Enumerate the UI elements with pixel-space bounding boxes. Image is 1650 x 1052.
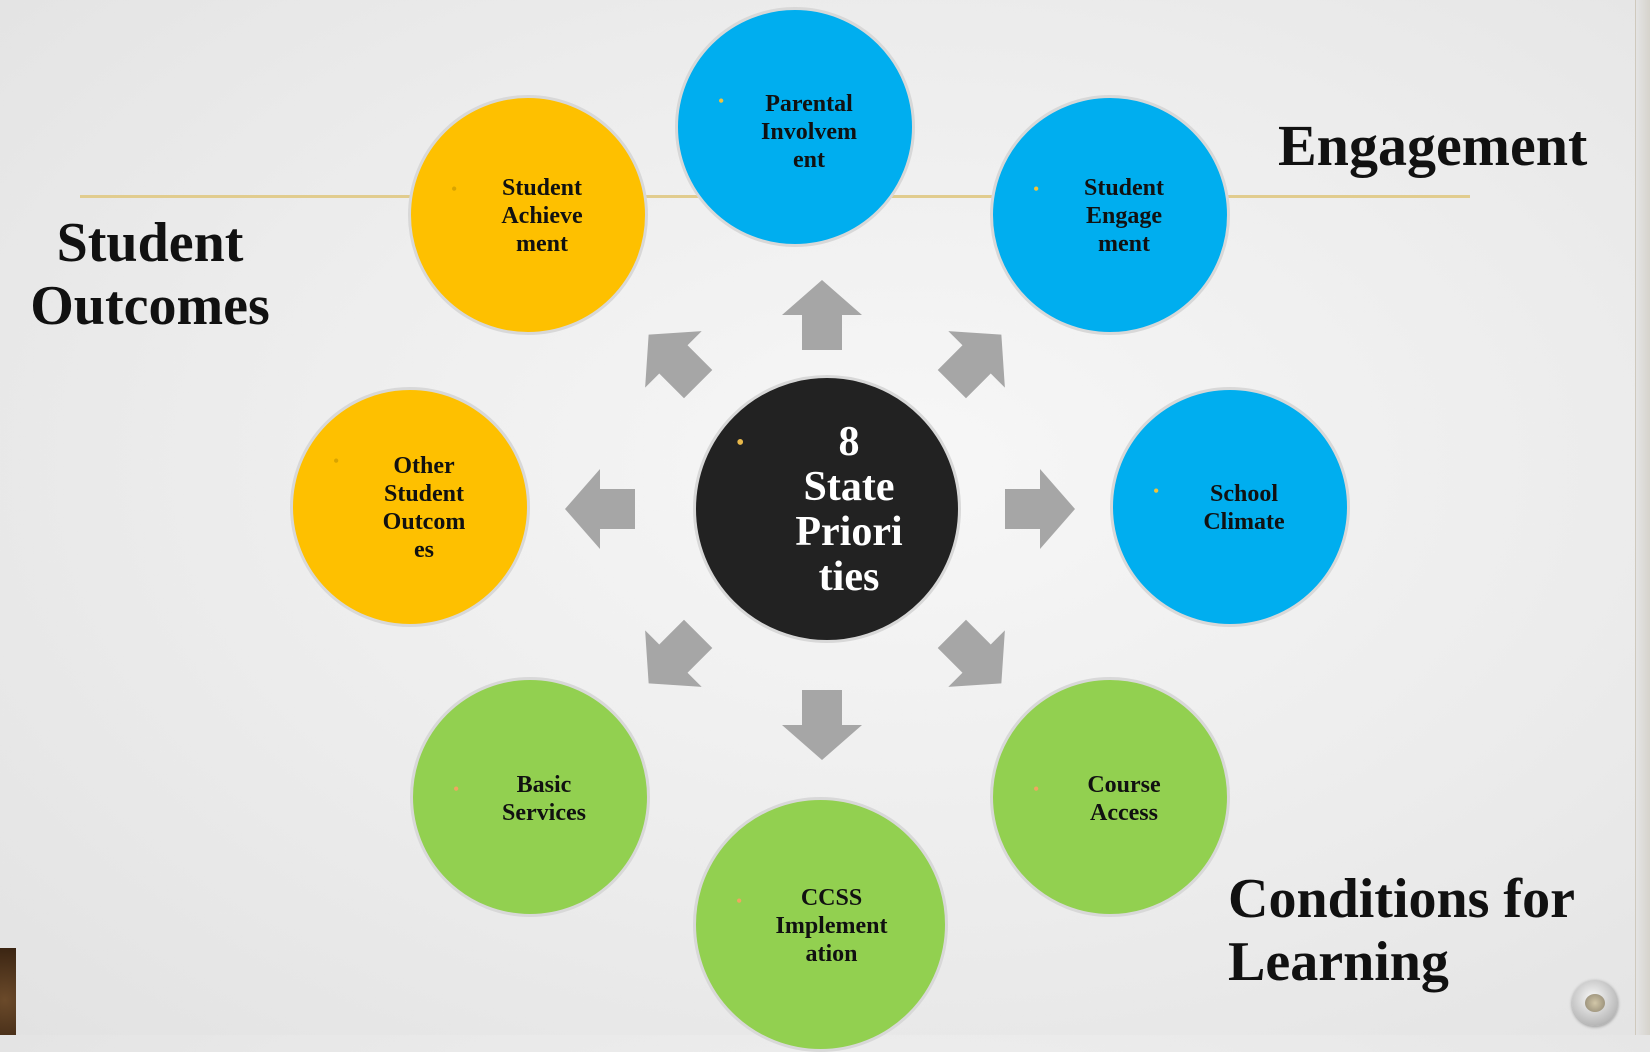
bullet-icon: •: [1033, 179, 1040, 199]
arrow-left: [565, 469, 635, 549]
node-other-student-outcomes[interactable]: • Other Student Outcom es: [290, 387, 530, 627]
arrow-down-right: [937, 619, 1005, 687]
arrow-right: [1005, 469, 1075, 549]
bullet-icon: •: [453, 779, 460, 799]
node-student-achievement[interactable]: • Student Achieve ment: [408, 95, 648, 335]
node-student-engagement[interactable]: • Student Engage ment: [990, 95, 1230, 335]
node-label: Student Achieve ment: [501, 175, 583, 257]
node-label: Parental Involvem ent: [761, 91, 857, 173]
group-label-conditions-for-learning: Conditions for Learning: [1228, 868, 1575, 993]
node-label: CCSS Implement ation: [775, 885, 888, 967]
seal-logo-icon: [0, 948, 16, 1035]
divider-line-right: [1225, 195, 1470, 198]
node-label: Other Student Outcom es: [382, 453, 466, 563]
bullet-icon: •: [451, 179, 458, 199]
arrow-up: [782, 280, 862, 350]
bullet-icon: •: [718, 91, 725, 111]
node-label: School Climate: [1203, 481, 1285, 535]
arrow-up-right: [937, 331, 1005, 399]
node-course-access[interactable]: • Course Access: [990, 677, 1230, 917]
navigation-button-inner: [1585, 994, 1605, 1012]
center-label: 8 State Priori ties: [795, 419, 903, 600]
bullet-icon: •: [1033, 779, 1040, 799]
navigation-button-icon[interactable]: [1572, 980, 1618, 1026]
group-label-engagement: Engagement: [1278, 113, 1588, 178]
bullet-icon: •: [736, 430, 745, 456]
bullet-icon: •: [736, 891, 743, 911]
arrow-down: [782, 690, 862, 760]
node-label: Basic Services: [502, 772, 586, 826]
arrow-up-left: [645, 331, 713, 399]
node-ccss-implementation[interactable]: • CCSS Implement ation: [693, 797, 948, 1052]
divider-line-left: [80, 195, 410, 198]
arrow-down-left: [645, 619, 713, 687]
bullet-icon: •: [1153, 481, 1160, 501]
center-node-state-priorities[interactable]: • 8 State Priori ties: [693, 375, 961, 643]
node-label: Course Access: [1087, 772, 1161, 826]
node-basic-services[interactable]: • Basic Services: [410, 677, 650, 917]
group-label-student-outcomes: Student Outcomes: [30, 212, 270, 337]
node-label: Student Engage ment: [1083, 175, 1165, 257]
bullet-icon: •: [333, 451, 340, 471]
slide-edge: [1635, 0, 1650, 1035]
node-school-climate[interactable]: • School Climate: [1110, 387, 1350, 627]
node-parental-involvement[interactable]: • Parental Involvem ent: [675, 7, 915, 247]
